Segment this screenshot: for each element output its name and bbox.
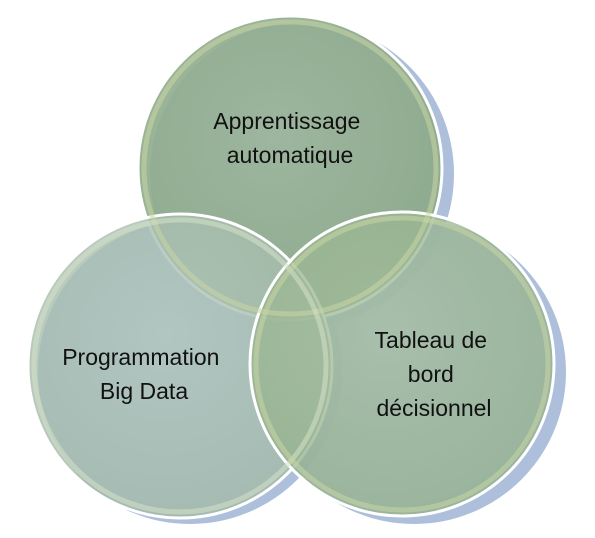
label-programmation-line-1: Programmation (62, 344, 219, 370)
label-programmation-line-2: Big Data (100, 378, 188, 404)
label-apprentissage-line-1: Apprentissage (213, 108, 360, 134)
left-circle-rim (31, 217, 329, 515)
label-programmation: Programmation Big Data (62, 344, 226, 404)
circle-tableau (248, 210, 556, 518)
label-apprentissage: Apprentissage automatique (213, 108, 366, 168)
right-circle-rim (253, 215, 551, 513)
top-circle-rim (141, 19, 439, 317)
label-tableau-line-3: décisionnel (376, 395, 491, 421)
label-apprentissage-line-2: automatique (227, 142, 354, 168)
label-tableau-line-2: bord (408, 361, 454, 387)
label-tableau: Tableau de bord décisionnel (375, 327, 494, 421)
label-tableau-line-1: Tableau de (375, 327, 488, 353)
